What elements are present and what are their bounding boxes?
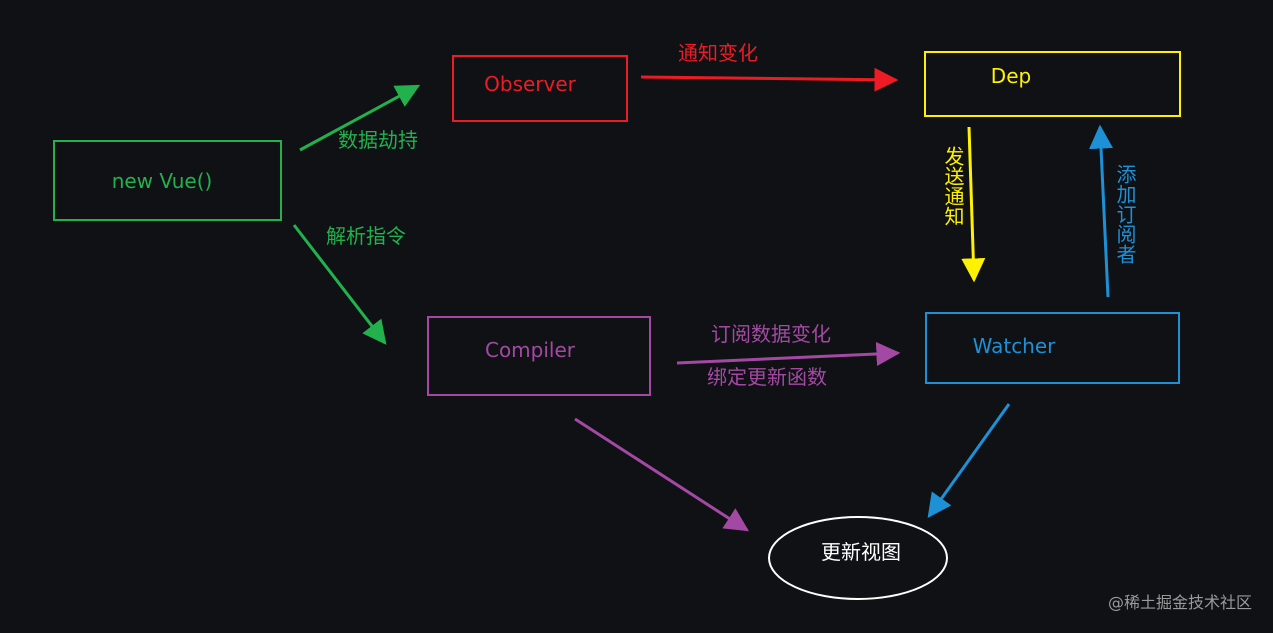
- edge-send-notify: 发送通知: [941, 126, 986, 283]
- edge-parse-directive: 解析指令: [292, 224, 406, 345]
- edge-subscribe-change-arrow: [676, 341, 901, 366]
- edge-send-notify-label: 发送通知: [941, 146, 965, 226]
- node-dep-label: Dep: [991, 64, 1031, 88]
- node-observer-box: [452, 55, 628, 122]
- node-watcher-box: [925, 312, 1180, 384]
- edge-compiler-update-view-arrow: [574, 417, 750, 532]
- edge-data-hijack-arrow: [299, 84, 421, 152]
- node-new-vue: new Vue(): [53, 140, 282, 221]
- node-update-view-ellipse: [768, 516, 948, 600]
- edge-add-subscriber-arrow: [1089, 124, 1114, 298]
- node-watcher: Watcher: [925, 312, 1180, 384]
- node-compiler-label: Compiler: [485, 338, 576, 362]
- edge-watcher-update-view-arrow: [927, 403, 1011, 518]
- node-new-vue-label: new Vue(): [112, 169, 213, 193]
- edge-data-hijack-label: 数据劫持: [338, 128, 418, 152]
- node-update-view-label: 更新视图: [821, 540, 901, 564]
- edge-send-notify-arrow: [961, 126, 986, 283]
- watermark: @稀土掘金技术社区: [1108, 593, 1252, 612]
- node-new-vue-box: [53, 140, 282, 221]
- edge-notify-change: 通知变化: [640, 41, 899, 92]
- node-dep: Dep: [924, 51, 1181, 117]
- edge-parse-directive-label: 解析指令: [326, 224, 406, 248]
- edge-notify-change-arrow: [640, 67, 899, 92]
- node-observer: Observer: [452, 55, 628, 122]
- edge-add-subscriber: 添加订阅者: [1089, 124, 1137, 298]
- edge-subscribe-change: 订阅数据变化 绑定更新函数: [676, 322, 901, 389]
- edge-bind-update-label: 绑定更新函数: [707, 365, 827, 389]
- edge-subscribe-change-label: 订阅数据变化: [711, 322, 831, 346]
- node-compiler-box: [427, 316, 651, 396]
- edge-add-subscriber-label: 添加订阅者: [1113, 164, 1137, 264]
- node-watcher-label: Watcher: [973, 334, 1057, 358]
- node-update-view: 更新视图: [768, 516, 948, 600]
- node-dep-box: [924, 51, 1181, 117]
- node-observer-label: Observer: [484, 72, 577, 96]
- edge-watcher-update-view: [927, 403, 1011, 518]
- edge-notify-change-label: 通知变化: [678, 41, 758, 65]
- node-compiler: Compiler: [427, 316, 651, 396]
- edge-compiler-update-view: [574, 417, 750, 532]
- edge-data-hijack: 数据劫持: [299, 84, 421, 152]
- edge-parse-directive-arrow: [292, 224, 387, 345]
